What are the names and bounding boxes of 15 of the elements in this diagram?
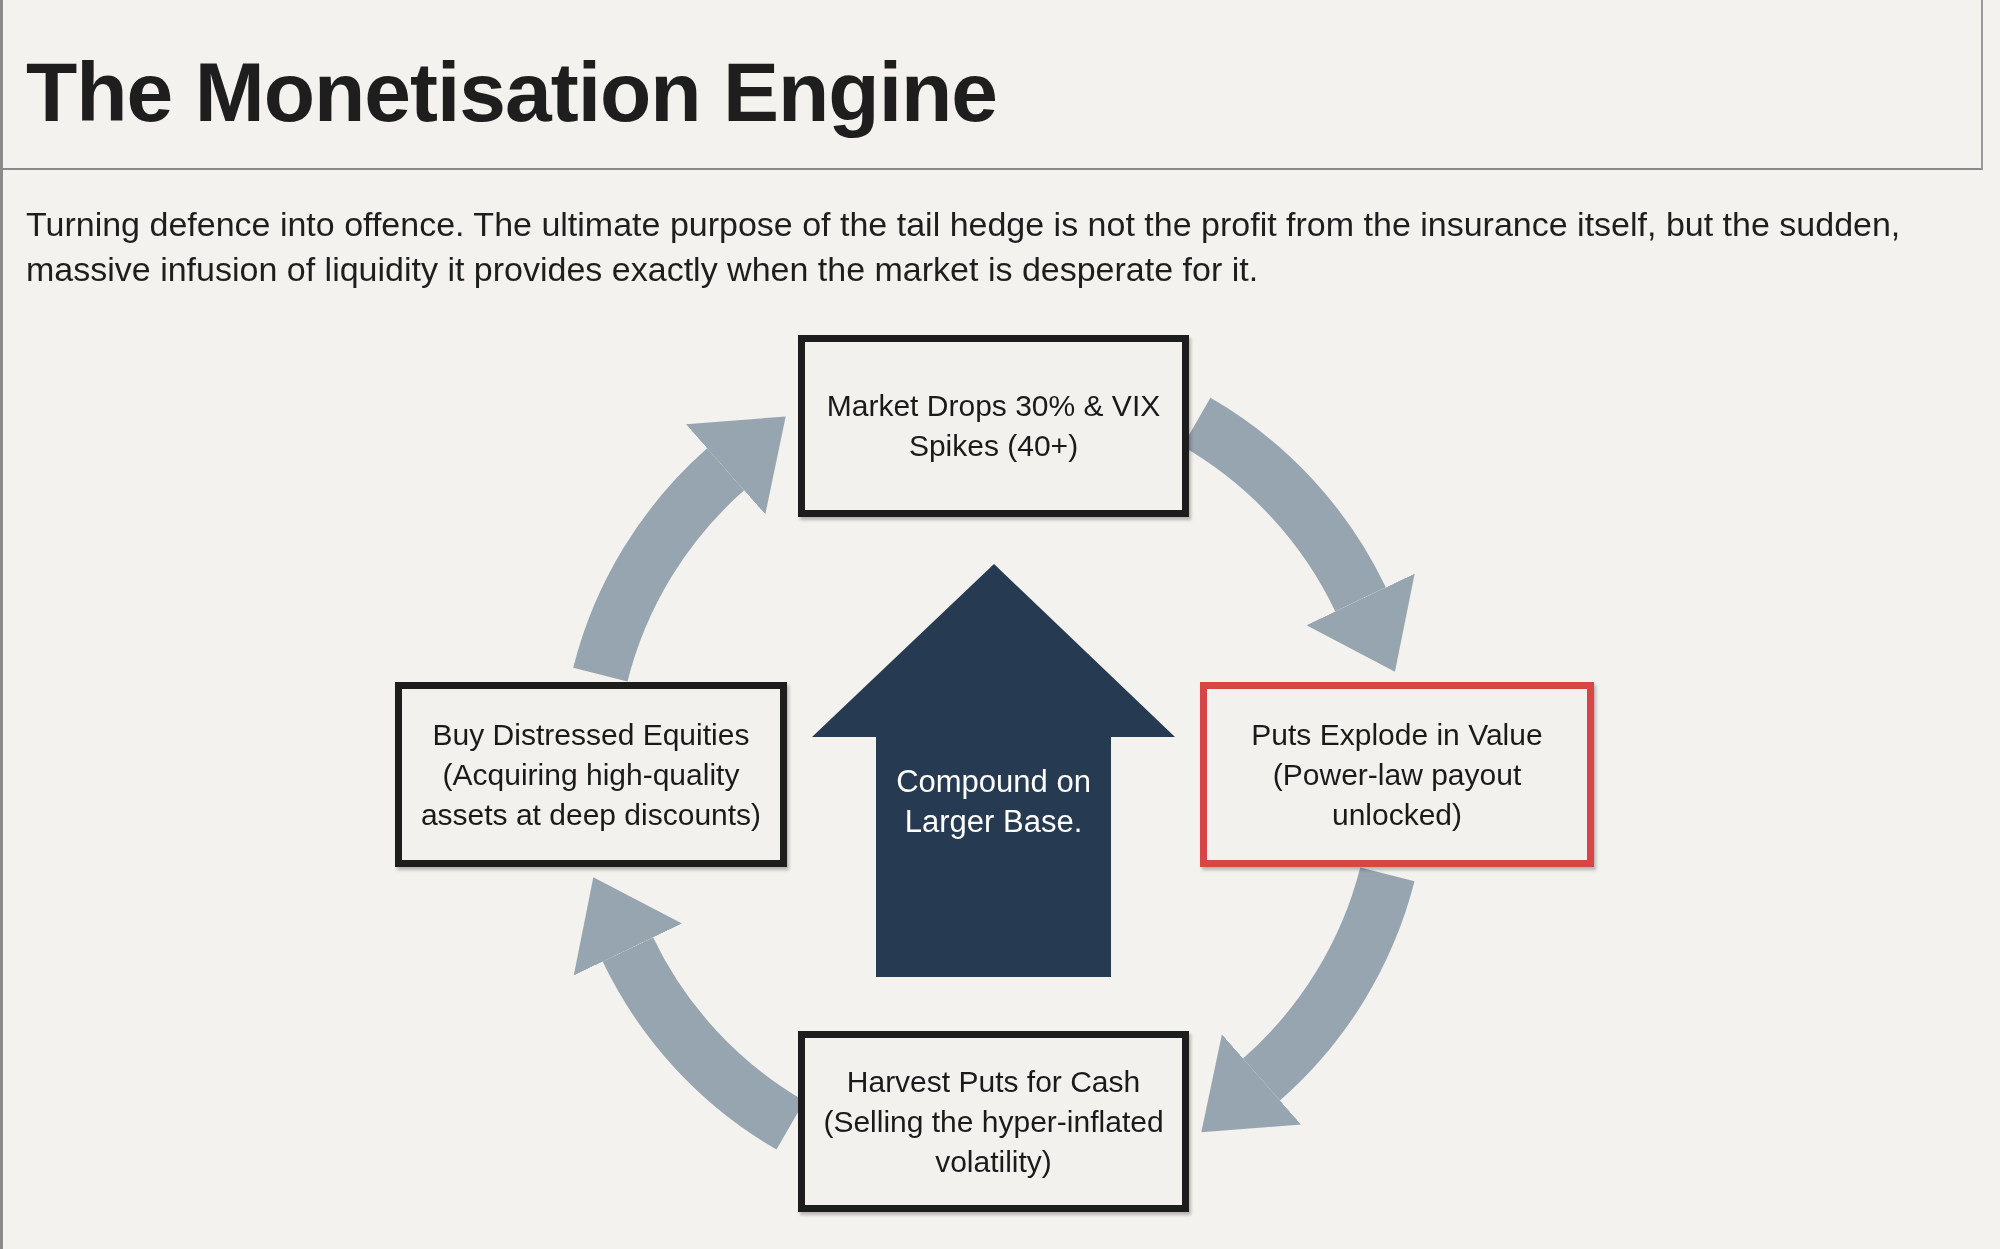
- box-heading: Puts Explode in Value: [1251, 716, 1543, 753]
- box-heading: Buy Distressed Equities: [432, 716, 750, 753]
- box-heading: Harvest Puts for Cash: [846, 1063, 1141, 1100]
- upward-arrow-shape: [812, 564, 1175, 977]
- caption: Turning defence into offence. The ultimate purpose of the tail hedge is not the profit from the insurance itself, but the sudden, massive infusion of liquidity it provides exactly when the market is desperate for it.: [26, 204, 1902, 290]
- box-description: (Power-law payout unlocked): [1271, 756, 1523, 833]
- process-box: [798, 335, 1189, 517]
- title: The Monetisation Engine: [26, 44, 997, 141]
- box-description: (Selling the hyper-inflated volatility): [822, 1103, 1165, 1180]
- process-box: [798, 1031, 1189, 1212]
- process-box: [1200, 682, 1594, 867]
- process-box: [395, 682, 787, 867]
- box-heading: Market Drops 30% & VIX Spikes (40+): [825, 388, 1162, 464]
- box-description: (Acquiring high-quality assets at deep discounts): [419, 756, 763, 833]
- arrow-label: Compound on Larger Base.: [895, 763, 1092, 841]
